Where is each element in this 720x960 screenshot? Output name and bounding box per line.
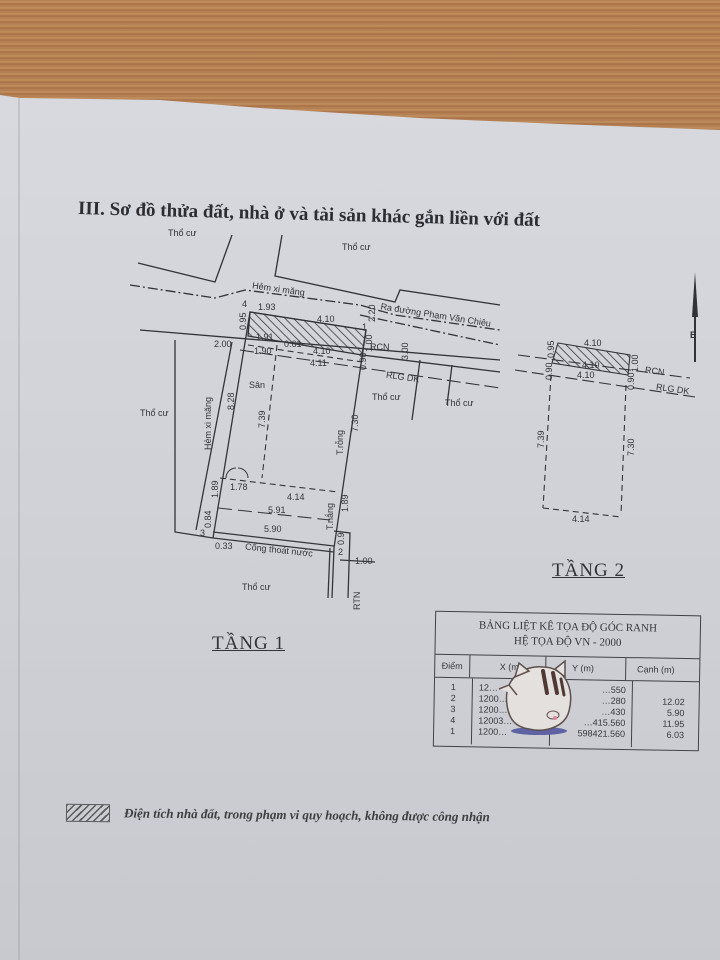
dimension: 0.33: [215, 541, 233, 551]
dimension: 4.10: [313, 346, 331, 356]
balcony-label: T.nắng: [325, 502, 335, 530]
page-fold-line: [18, 98, 20, 960]
rcn-label: RCN: [370, 342, 390, 352]
rtn-label: RTN: [352, 591, 362, 610]
neighbor-label: Thổ cư: [242, 582, 271, 592]
dimension: 1.00: [364, 334, 374, 352]
dimension: 1.90: [254, 346, 272, 356]
column-header: Cạnh (m): [637, 664, 675, 675]
dimension: 4.11: [310, 358, 327, 368]
floor-1-label: TẦNG 1: [212, 633, 286, 654]
dimension: 8.28: [226, 392, 236, 410]
table-title-line: HỆ TỌA ĐỘ VN - 2000: [513, 635, 622, 649]
neighbor-label: Thổ cư: [372, 392, 401, 402]
table-cell: 5.90: [666, 707, 685, 719]
table-cell: 3: [450, 703, 456, 715]
legend-text: Điện tích nhà đất, trong phạm vi quy hoạ…: [123, 805, 490, 825]
dimension: 1.93: [258, 302, 276, 312]
point-2: 2: [338, 547, 344, 557]
dimension: 1.78: [230, 482, 248, 492]
hatch-swatch-icon: [65, 803, 111, 823]
dimension: 7.39: [536, 430, 546, 448]
dimension: 4.10: [317, 314, 335, 324]
north-letter: B: [690, 330, 697, 340]
table-title: BẢNG LIỆT KÊ TỌA ĐỘ GÓC RANH HỆ TỌA ĐỘ V…: [435, 611, 701, 660]
neighbor-label: Thổ cư: [445, 398, 474, 408]
dimension: 0.90: [626, 372, 636, 390]
neighbor-label: Thổ cư: [140, 408, 169, 418]
column-header: Điểm: [435, 654, 471, 678]
left-alley-label: Hẻm xi măng: [203, 396, 213, 450]
north-arrow-icon: B: [688, 272, 702, 367]
dimension: 4.14: [572, 514, 590, 524]
table-cell: 2: [450, 692, 456, 704]
table-cell: 12.02: [662, 696, 685, 708]
dimension: 4.10: [577, 370, 595, 380]
table-cell: 6.03: [666, 729, 685, 741]
dimension: 0.84: [203, 510, 213, 528]
neighbor-label: Thổ cư: [168, 228, 197, 238]
table-cell: 4: [450, 714, 456, 726]
dimension: 0.90: [358, 352, 368, 370]
neighbor-label: Thổ cư: [342, 242, 371, 252]
balcony-label: T.rỗng: [335, 429, 345, 455]
dimension: 5.91: [268, 505, 286, 515]
point-4: 4: [242, 299, 248, 309]
dimension: 2.20: [367, 304, 377, 322]
dimension: 3.00: [400, 342, 410, 360]
point-1: 1: [362, 322, 368, 332]
dimension: 0.61: [284, 339, 302, 349]
dimension: 1.00: [630, 354, 640, 372]
dimension: 5.90: [264, 524, 282, 534]
dimension: 4.14: [287, 492, 305, 502]
dimension: 1.91: [256, 332, 274, 342]
point-3: 3: [200, 528, 206, 538]
table-cell: 1: [450, 681, 456, 693]
cat-sticker-icon: [495, 655, 577, 737]
dimension: 1.00: [355, 556, 373, 566]
dimension: 0.90: [544, 362, 554, 380]
dimension: 1.89: [210, 480, 220, 498]
dimension: 7.30: [626, 438, 636, 456]
dimension: 4.10: [584, 338, 602, 348]
dimension: 1.89: [340, 494, 350, 512]
dimension: 4.10: [582, 360, 600, 370]
dimension: 0.95: [546, 340, 556, 358]
dimension: 0.9: [336, 532, 346, 545]
dimension: 0.95: [238, 312, 248, 330]
dimension: 2.00: [214, 339, 232, 349]
table-cell: 11.95: [662, 718, 685, 730]
table-cell: 1: [450, 725, 456, 737]
dimension: 7.39: [257, 410, 267, 428]
floor-2-label: TẦNG 2: [552, 560, 626, 581]
dimension: 7.30: [350, 414, 360, 432]
yard-label: Sân: [249, 380, 266, 390]
